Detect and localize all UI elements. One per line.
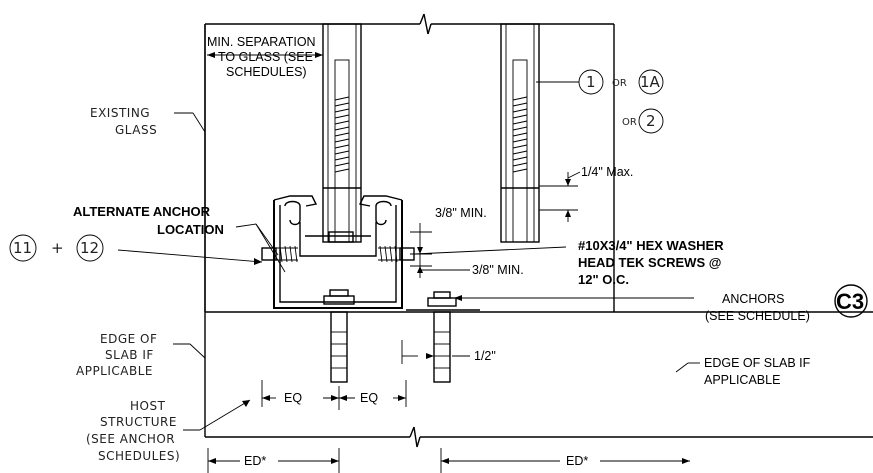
three-eighths-min-bottom: 3/8" MIN. (472, 263, 524, 277)
host-structure-label-2: STRUCTURE (100, 415, 177, 429)
eq-right-label: EQ (360, 391, 378, 405)
edge-slab-left-1: EDGE OF (100, 332, 157, 346)
existing-glass-label-2: GLASS (115, 123, 157, 137)
alternate-anchor-label-1: ALTERNATE ANCHOR (73, 204, 211, 219)
ed-left-label: ED* (244, 454, 266, 468)
detail-callout-c3: C3 (836, 289, 864, 314)
tek-screws-label-1: #10X3/4" HEX WASHER (578, 238, 724, 253)
callout-circles (9, 69, 868, 318)
edge-slab-right-2: APPLICABLE (704, 373, 780, 387)
quarter-max-label: 1/4" Max. (581, 165, 633, 179)
callout-item-1a: 1A (640, 73, 661, 91)
alternate-anchor-label-2: LOCATION (157, 222, 224, 237)
right-picket (500, 23, 540, 243)
base-shoe-channel (273, 195, 403, 309)
host-structure-label-3: (SEE ANCHOR (86, 432, 175, 446)
callout-item-11: 11 (13, 239, 32, 257)
glass-panel (204, 13, 615, 312)
edge-slab-left-2: SLAB IF (105, 348, 154, 362)
min-separation-label-1: MIN. SEPARATION (207, 35, 316, 49)
ed-right-label: ED* (566, 454, 588, 468)
eq-left-label: EQ (284, 391, 302, 405)
dimension-lines (117, 52, 700, 473)
tek-screws-label-3: 12" O.C. (578, 272, 629, 287)
side-screws (261, 245, 415, 263)
callout-plus: + (51, 239, 64, 257)
anchors-label-1: ANCHORS (722, 292, 785, 306)
callout-item-1: 1 (586, 73, 596, 91)
min-separation-label-2: TO GLASS (SEE (218, 50, 313, 64)
or-label-1: OR (612, 78, 627, 89)
three-eighths-min-top: 3/8" MIN. (435, 206, 487, 220)
edge-slab-right-1: EDGE OF SLAB IF (704, 356, 811, 370)
existing-glass-label-1: EXISTING (90, 106, 150, 120)
or-label-2: OR (622, 117, 637, 128)
anchors-label-2: (SEE SCHEDULE) (705, 309, 810, 323)
host-structure-label-4: SCHEDULES) (98, 449, 180, 463)
left-picket (322, 23, 362, 243)
min-separation-label-3: SCHEDULES) (226, 65, 307, 79)
host-structure-label-1: HOST (130, 399, 166, 413)
anchor-left (323, 289, 355, 383)
anchor-right (406, 291, 480, 383)
half-inch-label: 1/2" (474, 349, 496, 363)
edge-slab-left-3: APPLICABLE (76, 364, 153, 378)
callout-item-12: 12 (80, 239, 99, 257)
callout-item-2: 2 (646, 112, 656, 130)
tek-screws-label-2: HEAD TEK SCREWS @ (578, 255, 721, 270)
